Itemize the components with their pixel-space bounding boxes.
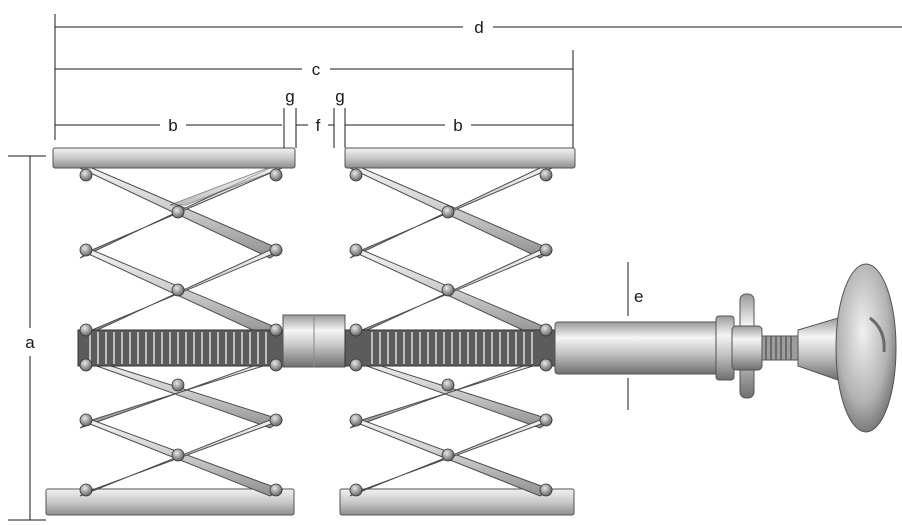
threaded-rod-assembly — [554, 263, 897, 433]
label-b-left: b — [168, 116, 177, 135]
rod-sleeve — [554, 321, 722, 375]
label-f: f — [316, 116, 321, 135]
dimension-a: a — [8, 155, 46, 521]
label-c: c — [312, 60, 321, 79]
left-upper-lattice — [79, 167, 284, 339]
label-a: a — [25, 333, 35, 352]
label-e: e — [634, 287, 643, 306]
right-top-plate — [344, 147, 576, 169]
label-b-right: b — [453, 116, 462, 135]
label-g-left: g — [285, 87, 294, 106]
right-bottom-plate — [339, 488, 575, 516]
left-bottom-plate — [45, 488, 295, 516]
wing-nut — [731, 293, 763, 399]
dimension-g-left: g — [283, 87, 308, 148]
dimension-f: f — [316, 116, 334, 135]
dimension-g-right: g — [333, 87, 346, 148]
rod-collar — [715, 315, 735, 381]
center-hub — [282, 314, 346, 368]
left-top-plate — [52, 147, 296, 169]
right-upper-lattice — [349, 167, 554, 339]
right-pivot-pins — [349, 168, 553, 497]
dimension-c: c — [55, 50, 574, 148]
handle-neck — [797, 317, 839, 381]
left-spring — [77, 329, 287, 367]
dimension-e: e — [627, 262, 643, 410]
left-pivot-pins — [79, 168, 283, 497]
label-g-right: g — [335, 87, 344, 106]
left-scissor-unit — [45, 147, 296, 516]
label-d: d — [474, 18, 483, 37]
right-scissor-unit — [339, 147, 576, 516]
dimension-b-right: b — [345, 116, 573, 135]
thread — [761, 335, 799, 361]
right-spring — [344, 329, 556, 367]
dimension-d: d — [54, 14, 902, 140]
handle-knob — [835, 263, 897, 433]
dimension-b-left: b — [55, 116, 282, 135]
